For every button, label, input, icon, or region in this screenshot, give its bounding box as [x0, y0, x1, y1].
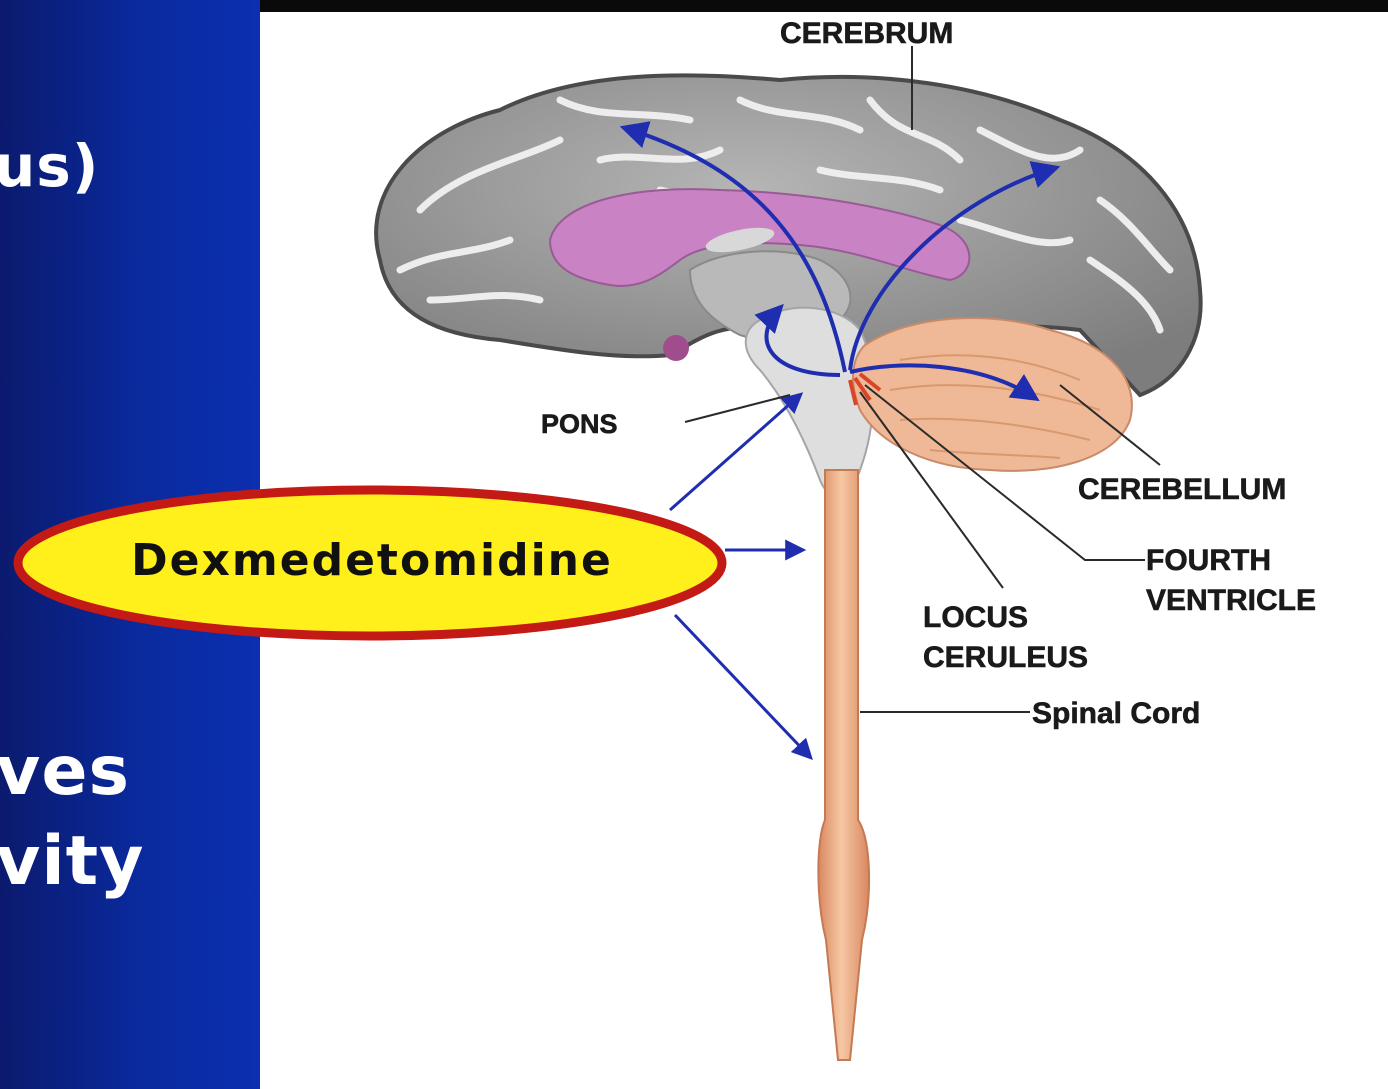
label-cerebrum: CEREBRUM — [780, 17, 953, 50]
label-cerebellum: CEREBELLUM — [1078, 473, 1286, 506]
dexmedetomidine-label: Dexmedetomidine — [131, 535, 613, 586]
dexmedetomidine-callout: Dexmedetomidine — [18, 490, 722, 636]
label-locus-line2: CERULEUS — [923, 641, 1088, 674]
label-spinal-cord: Spinal Cord — [1032, 697, 1200, 730]
pituitary-gland — [663, 335, 689, 361]
label-pons: PONS — [541, 409, 618, 439]
spinal-cord-shape — [818, 470, 869, 1060]
label-locus-line1: LOCUS — [923, 601, 1028, 634]
label-fourth-ventricle-line1: FOURTH — [1146, 544, 1271, 577]
drug-arrow-to-lower-cord — [675, 615, 810, 757]
drug-arrow-to-pons — [670, 395, 800, 510]
label-fourth-ventricle-line2: VENTRICLE — [1146, 584, 1316, 617]
